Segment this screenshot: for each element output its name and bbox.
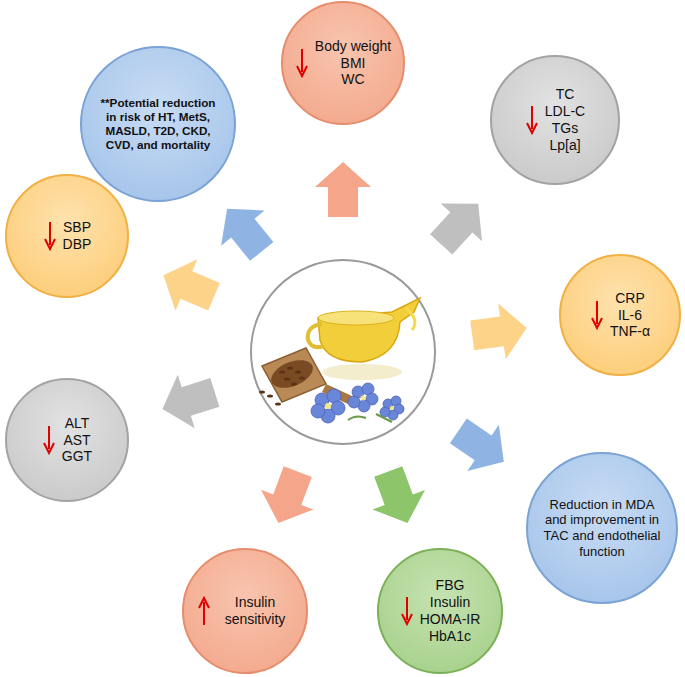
effect-text: Lp[a] <box>549 137 580 154</box>
effect-text: HbA1c <box>429 628 471 645</box>
effect-text: AST <box>63 432 90 449</box>
center-picture <box>251 260 435 444</box>
effect-text: ALT <box>65 415 90 432</box>
effect-circle: Body weightBMIWC <box>281 1 405 125</box>
red-arrow <box>525 105 539 135</box>
effect-text: Body weight <box>315 38 391 55</box>
red-arrow <box>295 48 309 78</box>
effect-text: **Potential reduction in risk of HT, Met… <box>94 96 222 152</box>
effect-circle: Reduction in MDA and improvement in TAC … <box>526 452 678 604</box>
effect-text: Insulin <box>430 594 470 611</box>
effect-text: Reduction in MDA and improvement in TAC … <box>543 497 661 559</box>
red-arrow <box>400 596 414 626</box>
effect-text: Insulin sensitivity <box>217 594 293 628</box>
effect-text: HOMA-IR <box>420 611 481 628</box>
effect-text: SBP <box>63 219 91 236</box>
effect-text: LDL-C <box>545 103 585 120</box>
effect-text: TNF-α <box>610 323 650 340</box>
effect-text: FBG <box>436 577 465 594</box>
effect-text: DBP <box>63 236 92 253</box>
effect-text: CRP <box>615 290 645 307</box>
effect-circle: ALTASTGGT <box>5 378 129 502</box>
effect-text: TC <box>556 86 575 103</box>
effect-circle: Insulin sensitivity <box>182 548 308 674</box>
effect-circle: CRPIL-6TNF-α <box>559 254 681 376</box>
effect-text: WC <box>341 71 364 88</box>
red-arrow <box>197 596 211 626</box>
effect-text: IL-6 <box>618 307 642 324</box>
effect-text: BMI <box>341 55 366 72</box>
red-arrow <box>43 221 57 251</box>
effect-text: TGs <box>552 120 578 137</box>
effect-circle: FBGInsulinHOMA-IRHbA1c <box>377 548 503 674</box>
effect-circle: **Potential reduction in risk of HT, Met… <box>80 46 236 202</box>
effect-circle: SBPDBP <box>5 174 129 298</box>
block-arrows <box>152 162 530 533</box>
red-arrow <box>590 300 604 330</box>
effect-circle: TCLDL-CTGsLp[a] <box>490 55 620 185</box>
effect-text: GGT <box>62 448 92 465</box>
red-arrow <box>42 425 56 455</box>
